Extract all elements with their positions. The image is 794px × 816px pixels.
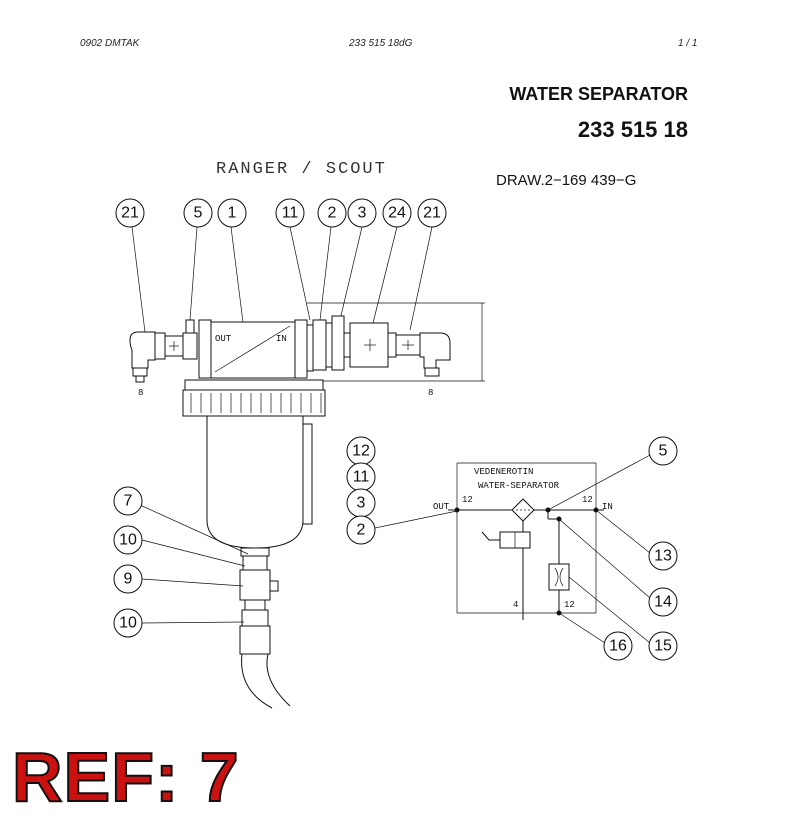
callout-16: 16 bbox=[603, 631, 633, 661]
top-callouts: 21 5 1 11 2 3 24 21 bbox=[115, 198, 447, 228]
callout-2-top: 2 bbox=[317, 198, 347, 228]
header-left-code: 0902 DMTAK bbox=[80, 38, 140, 49]
svg-text:3: 3 bbox=[358, 205, 367, 222]
callout-11-mid: 11 bbox=[346, 462, 376, 492]
schematic-in-label: IN bbox=[602, 502, 613, 512]
svg-text:11: 11 bbox=[353, 469, 370, 486]
callout-5-top: 5 bbox=[183, 198, 213, 228]
housing-out-label: OUT bbox=[215, 334, 232, 344]
svg-text:12: 12 bbox=[352, 443, 370, 460]
fitting-label-8-left: 8 bbox=[138, 388, 143, 398]
svg-text:21: 21 bbox=[121, 205, 139, 222]
right-callouts: 5 13 14 15 16 bbox=[547, 436, 678, 661]
svg-text:5: 5 bbox=[194, 205, 203, 222]
svg-text:24: 24 bbox=[388, 205, 406, 222]
right-fitting-chain: 8 bbox=[306, 302, 485, 398]
svg-text:15: 15 bbox=[654, 638, 672, 655]
callout-21-right: 21 bbox=[417, 198, 447, 228]
callout-9: 9 bbox=[113, 564, 143, 594]
schematic-size-right: 12 bbox=[582, 495, 593, 505]
separator-bowl bbox=[182, 379, 326, 557]
schematic-title-en: WATER-SEPARATOR bbox=[478, 481, 560, 491]
ref-label: REF: 7 bbox=[11, 738, 240, 816]
callout-3-mid: 3 bbox=[346, 488, 376, 518]
callout-21-left: 21 bbox=[115, 198, 145, 228]
schematic-title-fi: VEDENEROTIN bbox=[474, 467, 533, 477]
schematic-size-4: 4 bbox=[513, 600, 518, 610]
part-number: 233 515 18 bbox=[577, 117, 688, 142]
diagram-subtitle: RANGER / SCOUT bbox=[216, 160, 387, 179]
callout-7: 7 bbox=[113, 486, 143, 516]
svg-text:7: 7 bbox=[124, 493, 133, 510]
svg-text:13: 13 bbox=[654, 548, 672, 565]
callout-14: 14 bbox=[648, 587, 678, 617]
drain-valve-assembly bbox=[239, 555, 291, 709]
header-page-number: 1 / 1 bbox=[678, 38, 698, 49]
page-title: WATER SEPARATOR bbox=[509, 84, 688, 104]
callout-11-top: 11 bbox=[275, 198, 305, 228]
callout-2-mid: 2 bbox=[346, 515, 376, 545]
callout-5-right: 5 bbox=[648, 436, 678, 466]
svg-text:2: 2 bbox=[328, 205, 337, 222]
svg-text:2: 2 bbox=[357, 522, 366, 539]
svg-text:1: 1 bbox=[228, 205, 237, 222]
svg-text:3: 3 bbox=[357, 495, 366, 512]
svg-text:21: 21 bbox=[423, 205, 441, 222]
callout-15: 15 bbox=[648, 631, 678, 661]
svg-text:9: 9 bbox=[124, 571, 133, 588]
header-document-code: 233 515 18dG bbox=[349, 38, 413, 49]
callout-10-upper: 10 bbox=[113, 525, 143, 555]
svg-text:16: 16 bbox=[609, 638, 627, 655]
callout-12: 12 bbox=[346, 436, 376, 466]
separator-head: OUT IN bbox=[198, 319, 308, 379]
callout-10-lower: 10 bbox=[113, 608, 143, 638]
left-callouts: 7 10 9 10 bbox=[113, 486, 249, 638]
svg-text:5: 5 bbox=[659, 443, 668, 460]
schematic-out-label: OUT bbox=[433, 502, 450, 512]
schematic-size-bottom: 12 bbox=[564, 600, 575, 610]
svg-text:10: 10 bbox=[119, 615, 137, 632]
svg-text:10: 10 bbox=[119, 532, 137, 549]
callout-1: 1 bbox=[217, 198, 247, 228]
schematic-size-left: 12 bbox=[462, 495, 473, 505]
callout-3-top: 3 bbox=[347, 198, 377, 228]
svg-text:11: 11 bbox=[282, 205, 299, 222]
hydraulic-schematic: VEDENEROTIN WATER-SEPARATOR OUT IN 12 12… bbox=[433, 462, 613, 620]
left-elbow-fitting: 8 bbox=[129, 319, 198, 398]
housing-in-label: IN bbox=[276, 334, 287, 344]
drawing-reference: DRAW.2−169 439−G bbox=[496, 172, 637, 189]
fitting-label-8-right: 8 bbox=[428, 388, 433, 398]
callout-24: 24 bbox=[382, 198, 412, 228]
mid-callouts: 12 11 3 2 bbox=[346, 436, 458, 545]
callout-13: 13 bbox=[648, 541, 678, 571]
svg-text:14: 14 bbox=[654, 594, 672, 611]
